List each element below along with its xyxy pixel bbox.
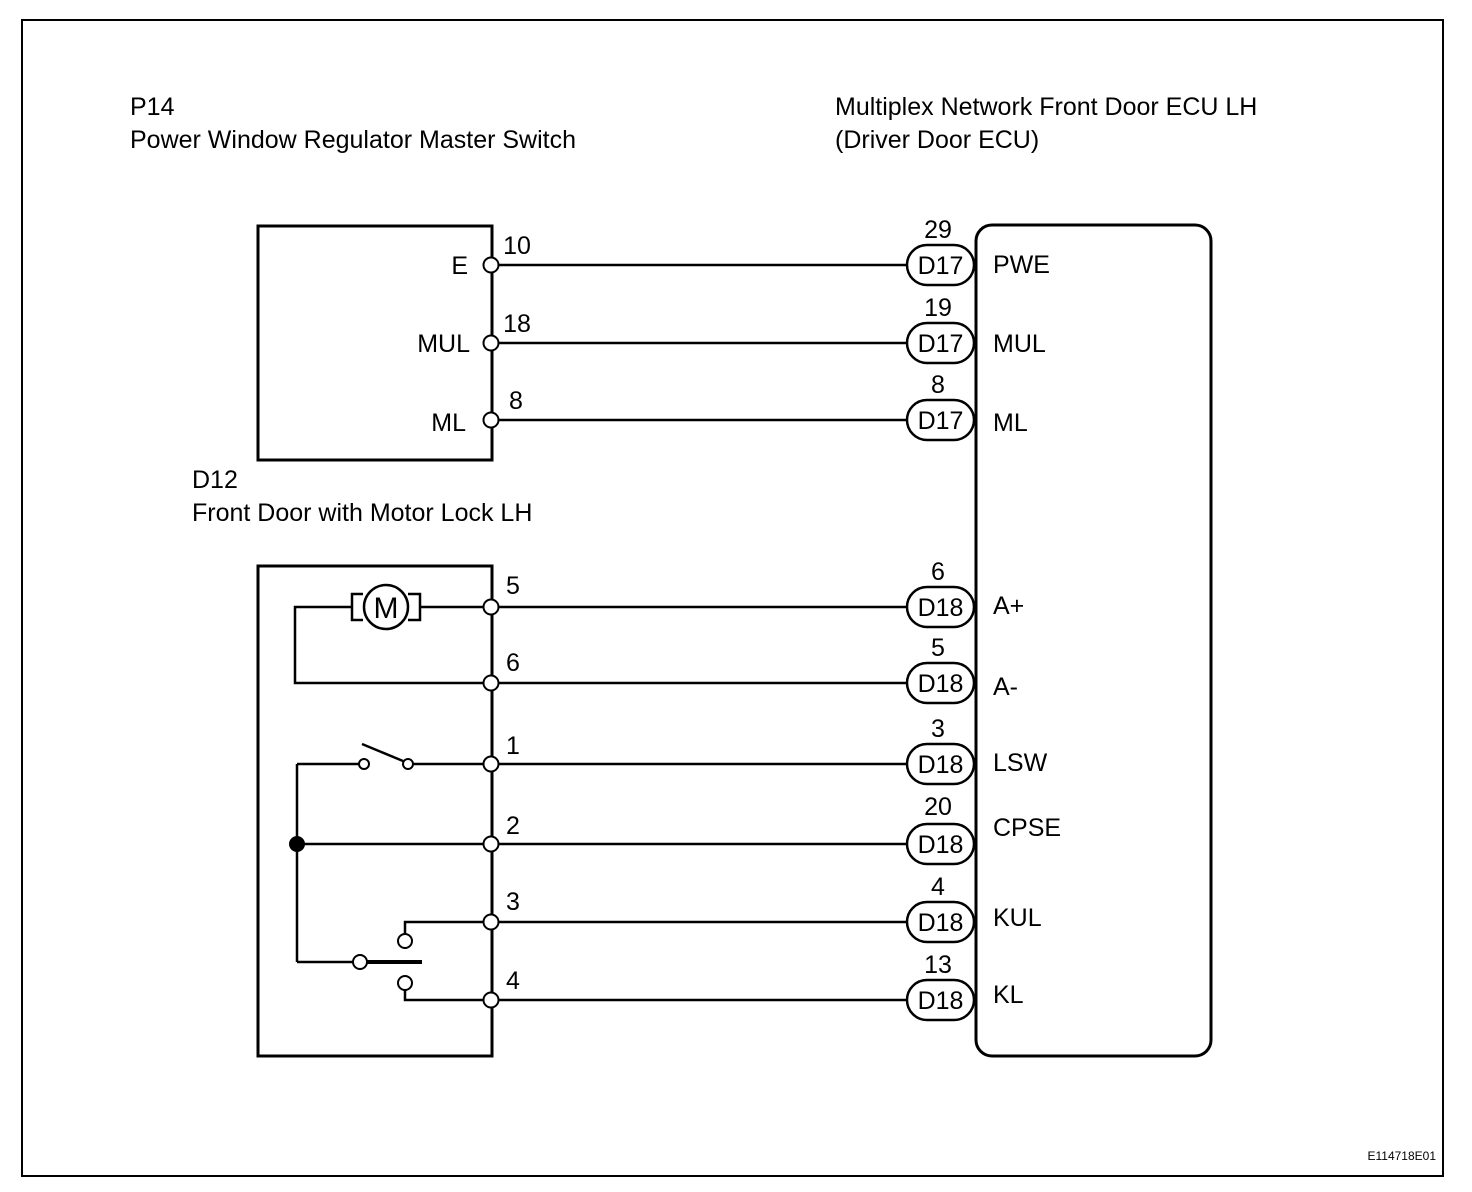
- ecu-terminal-label: KL: [993, 981, 1024, 1009]
- connector-d18-pill: [905, 978, 976, 1022]
- key-switch-unlock-contact: [397, 933, 413, 949]
- connector-pin-number: 3: [931, 715, 945, 743]
- ecu-terminal-label: A-: [993, 673, 1018, 701]
- p14-code: P14: [130, 93, 175, 121]
- connector-pin-number: 6: [931, 558, 945, 586]
- connector-pin-number: 20: [924, 793, 952, 821]
- d12-pin-terminal: [482, 835, 500, 853]
- connector-pin-number: 4: [931, 873, 945, 901]
- connector-pin-number: 13: [924, 951, 952, 979]
- connector-pin-number: 29: [924, 216, 952, 244]
- connector-pin-number: 8: [931, 371, 945, 399]
- d12-code: D12: [192, 466, 238, 494]
- d12-pin-number: 2: [506, 812, 520, 840]
- d12-pin-number: 4: [506, 967, 520, 995]
- connector-label: D17: [918, 252, 964, 280]
- p14-pin-number: 8: [509, 387, 523, 415]
- figure-id: E114718E01: [1367, 1149, 1436, 1163]
- ecu-title: Multiplex Network Front Door ECU LH: [835, 93, 1257, 121]
- ecu-terminal-label: CPSE: [993, 814, 1061, 842]
- junction-dot: [289, 836, 305, 852]
- key-switch-lock-contact: [397, 975, 413, 991]
- d12-pin-number: 1: [506, 732, 520, 760]
- motor-right-bracket: [408, 592, 422, 622]
- ecu-terminal-label: A+: [993, 592, 1024, 620]
- connector-label: D17: [918, 330, 964, 358]
- connector-d17-pill: [905, 243, 976, 287]
- ecu-terminal-label: MUL: [993, 330, 1046, 358]
- p14-pin-terminal: [482, 334, 500, 352]
- connector-d18-pill: [905, 742, 976, 786]
- d12-pins: 5 6 1 2 3 4: [482, 572, 520, 1009]
- p14-pin-terminal: [482, 256, 500, 274]
- d12-pin-terminal: [482, 674, 500, 692]
- d12-pin-terminal: [482, 755, 500, 773]
- connector-d17-pill: [905, 398, 976, 442]
- lock-switch-contact-left: [358, 758, 370, 770]
- connector-label: D17: [918, 407, 964, 435]
- diagram-frame: [21, 19, 1444, 1177]
- d12-box: [256, 564, 494, 1058]
- p14-title: Power Window Regulator Master Switch: [130, 126, 576, 154]
- d12-pin-terminal: [482, 913, 500, 931]
- motor-left-bracket: [350, 592, 363, 622]
- key-switch-lock-wire: [403, 990, 491, 1002]
- p14-pin-label: MUL: [417, 330, 470, 358]
- connector-label: D18: [918, 909, 964, 937]
- lock-switch-lever: [361, 742, 404, 763]
- ecu-terminal-label: KUL: [993, 904, 1042, 932]
- connector-d17-pill: [905, 321, 976, 365]
- connector-d18-pill: [905, 822, 976, 866]
- connector-label: D18: [918, 987, 964, 1015]
- key-switch-pivot: [352, 954, 368, 970]
- connector-label: D18: [918, 670, 964, 698]
- connector-pin-number: 19: [924, 294, 952, 322]
- p14-pin-number: 18: [503, 310, 531, 338]
- d12-pin-number: 6: [506, 649, 520, 677]
- ecu-terminal-label: ML: [993, 409, 1028, 437]
- ecu-subtitle: (Driver Door ECU): [835, 126, 1039, 154]
- ecu-terminals: D17 29 PWE D17 19 MUL D17 8 ML D18 6 A+ …: [905, 216, 1061, 1022]
- connector-d18-pill: [905, 661, 976, 705]
- connector-label: D18: [918, 594, 964, 622]
- wires: [491, 263, 907, 1002]
- d12-pin-number: 3: [506, 888, 520, 916]
- d12-pin-number: 5: [506, 572, 520, 600]
- motor-icon: M: [374, 592, 399, 625]
- d12-internal-circuit: M: [289, 583, 491, 1002]
- p14-pin-number: 10: [503, 232, 531, 260]
- ecu-terminal-label: LSW: [993, 749, 1048, 777]
- p14-pin-terminal: [482, 411, 500, 429]
- connector-d18-pill: [905, 585, 976, 629]
- p14-pin-label: ML: [431, 409, 466, 437]
- p14-pin-label: E: [451, 252, 468, 280]
- connector-label: D18: [918, 831, 964, 859]
- p14-pins: E MUL ML 10 18 8: [417, 232, 531, 437]
- d12-pin-terminal: [482, 991, 500, 1009]
- ecu-box: [974, 223, 1213, 1058]
- connector-pin-number: 5: [931, 634, 945, 662]
- connector-label: D18: [918, 751, 964, 779]
- motor-symbol-circle: [362, 583, 410, 631]
- ecu-terminal-label: PWE: [993, 251, 1050, 279]
- connector-d18-pill: [905, 900, 976, 944]
- lock-switch-contact-right: [402, 758, 414, 770]
- d12-pin-terminal: [482, 598, 500, 616]
- key-switch-unlock-wire: [403, 920, 491, 934]
- motor-loop-wire: [293, 605, 491, 685]
- d12-title: Front Door with Motor Lock LH: [192, 499, 532, 527]
